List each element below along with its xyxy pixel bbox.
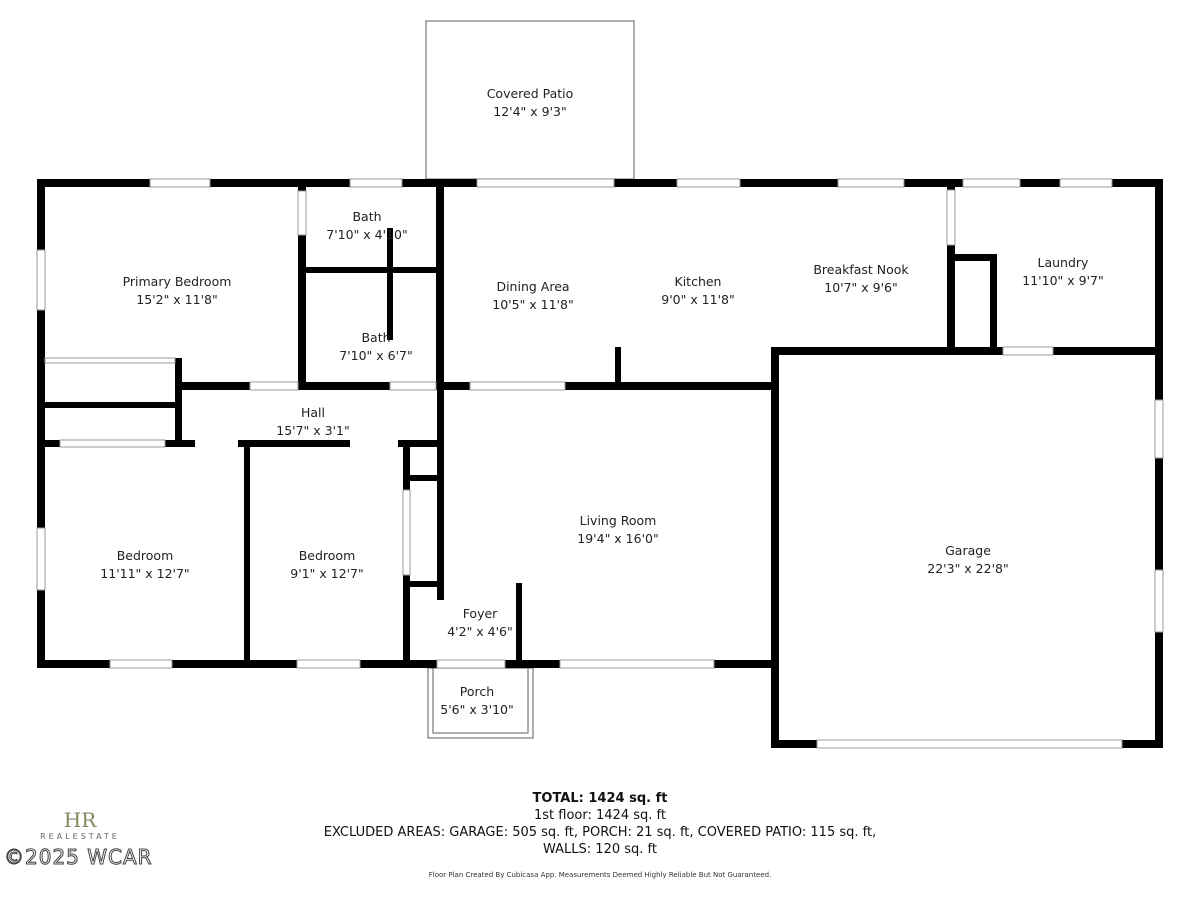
logo-text: REALESTATE (40, 832, 120, 841)
total-area: TOTAL: 1424 sq. ft (532, 791, 668, 806)
covered-patio-dims: 12'4" x 9'3" (493, 104, 566, 119)
laundry-name: Laundry (1038, 255, 1090, 270)
primary-bedroom-dims: 15'2" x 11'8" (136, 292, 217, 307)
foyer-name: Foyer (463, 606, 498, 621)
windows-and-openings (36, 178, 1164, 749)
primary-bedroom-name: Primary Bedroom (123, 274, 232, 289)
bedroom-1-name: Bedroom (117, 548, 174, 563)
excluded-areas: EXCLUDED AREAS: GARAGE: 505 sq. ft, PORC… (323, 825, 877, 840)
dining-area-name: Dining Area (496, 279, 569, 294)
garage-dims: 22'3" x 22'8" (927, 561, 1008, 576)
breakfast-nook-dims: 10'7" x 9'6" (824, 280, 897, 295)
room-labels: Covered Patio 12'4" x 9'3" Primary Bedro… (100, 86, 1103, 717)
porch-dims: 5'6" x 3'10" (440, 702, 513, 717)
living-room-name: Living Room (580, 513, 657, 528)
breakfast-nook-name: Breakfast Nook (813, 262, 909, 277)
bedroom-1-dims: 11'11" x 12'7" (100, 566, 189, 581)
porch-inner-outline (432, 667, 529, 734)
logo-monogram: HR (63, 808, 97, 832)
kitchen-name: Kitchen (675, 274, 722, 289)
first-floor-area: 1st floor: 1424 sq. ft (534, 808, 666, 823)
bedroom-2-dims: 9'1" x 12'7" (290, 566, 363, 581)
laundry-dims: 11'10" x 9'7" (1022, 273, 1103, 288)
bath-1-name: Bath (352, 209, 381, 224)
hall-dims: 15'7" x 3'1" (276, 423, 349, 438)
covered-patio-name: Covered Patio (487, 86, 574, 101)
credit-note: Floor Plan Created By Cubicasa App. Meas… (428, 871, 772, 879)
bedroom-2-name: Bedroom (299, 548, 356, 563)
kitchen-dims: 9'0" x 11'8" (661, 292, 734, 307)
area-summary: TOTAL: 1424 sq. ft 1st floor: 1424 sq. f… (0, 790, 1200, 858)
brokerage-logo: HR REALESTATE (40, 808, 120, 841)
bath-1-dims: 7'10" x 4'10" (326, 227, 407, 242)
bath-2-dims: 7'10" x 6'7" (339, 348, 412, 363)
bath-2-name: Bath (361, 330, 390, 345)
copyright-watermark: ©2025 WCAR (4, 845, 153, 870)
walls-area: WALLS: 120 sq. ft (543, 842, 657, 857)
porch-name: Porch (460, 684, 494, 699)
hall-name: Hall (301, 405, 325, 420)
living-room-dims: 19'4" x 16'0" (577, 531, 658, 546)
garage-name: Garage (945, 543, 991, 558)
dining-area-dims: 10'5" x 11'8" (492, 297, 573, 312)
foyer-dims: 4'2" x 4'6" (447, 624, 513, 639)
